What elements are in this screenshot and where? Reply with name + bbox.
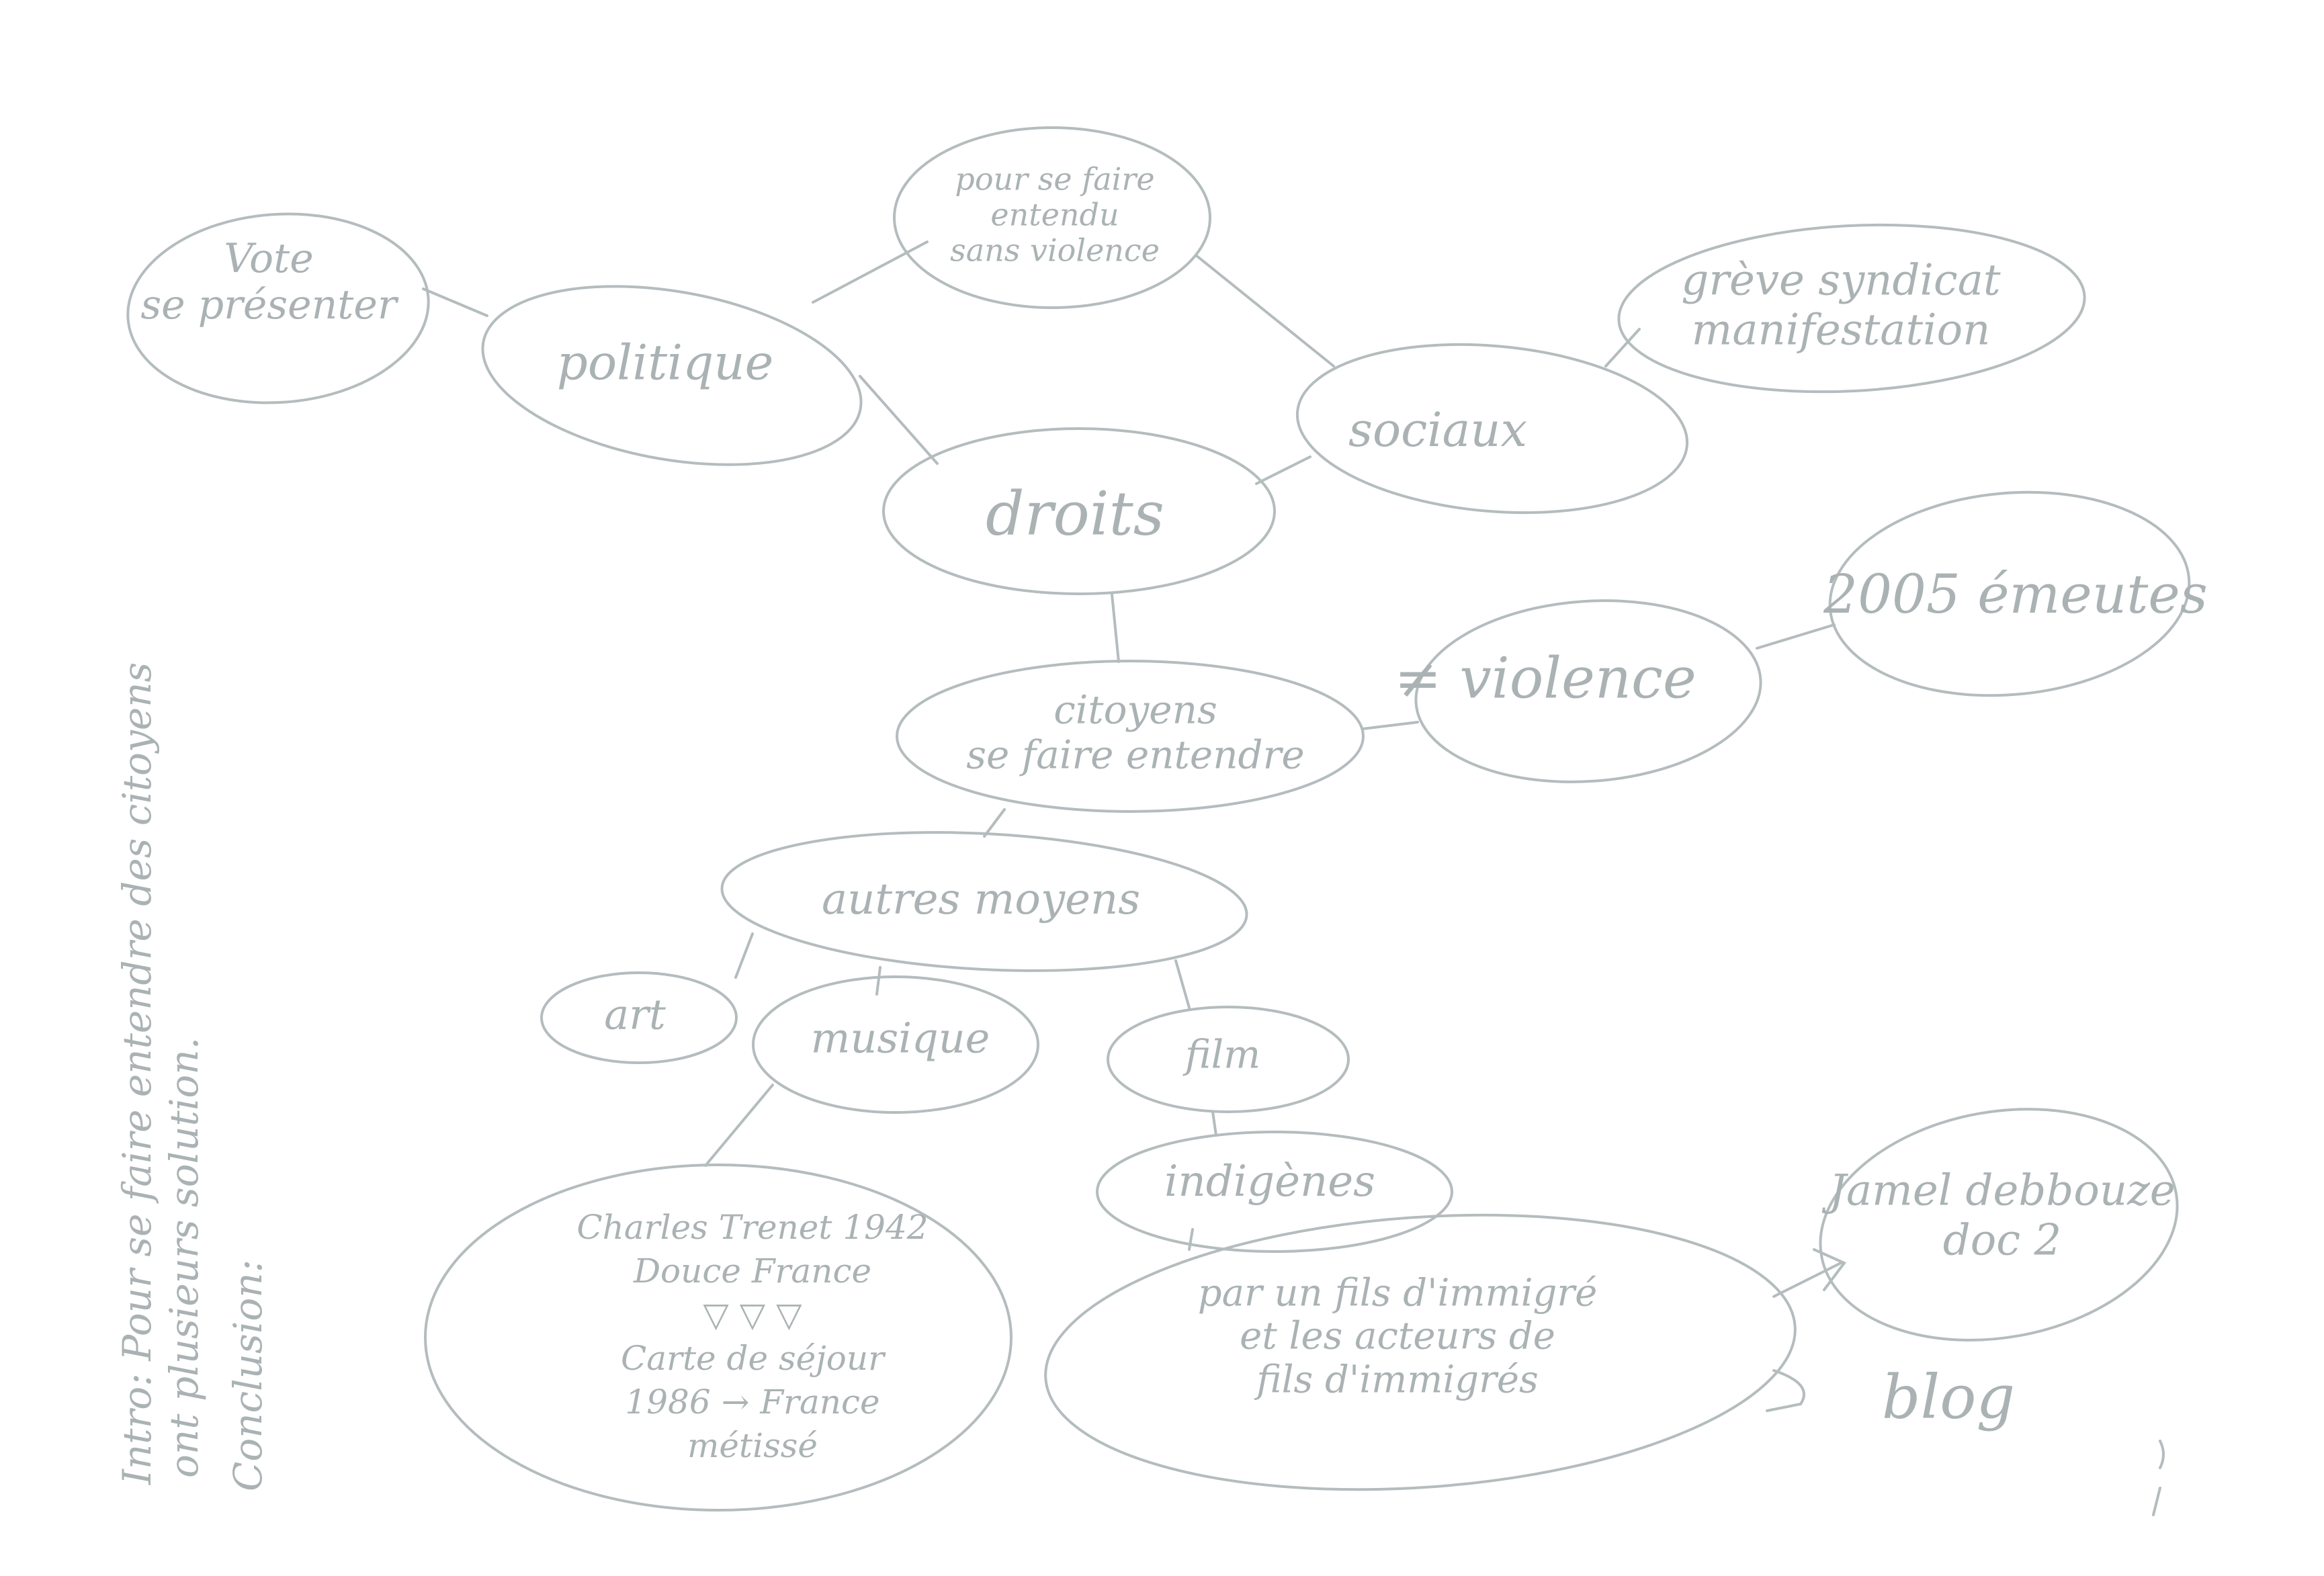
node-sociaux: sociaux bbox=[1348, 402, 1527, 457]
apostrophe-mark bbox=[2152, 1440, 2165, 1516]
bubble-sansviolence bbox=[893, 126, 1211, 309]
node-indigenes: indigènes bbox=[1164, 1157, 1375, 1207]
arrow-to-blog bbox=[1766, 1369, 1805, 1412]
link-sociaux-droits bbox=[1255, 455, 1311, 485]
link-autres-film bbox=[1174, 959, 1191, 1009]
bubble-politique bbox=[481, 285, 863, 466]
bubble-art bbox=[540, 971, 738, 1064]
node-politique: politique bbox=[556, 334, 774, 391]
link-sansviolence-sociaux bbox=[1195, 254, 1335, 367]
link-violence-emeutes bbox=[1756, 623, 1836, 650]
node-autres-moyens: autres moyens bbox=[821, 875, 1141, 925]
link-autres-art bbox=[734, 932, 754, 979]
bubble-citoyens bbox=[896, 660, 1365, 813]
link-citoyens-violence bbox=[1361, 721, 1419, 730]
conclusion-note: Conclusion: bbox=[225, 1259, 271, 1491]
node-emeutes: 2005 émeutes bbox=[1823, 563, 2208, 625]
bubble-autres bbox=[720, 831, 1248, 972]
bubble-jamel bbox=[1819, 1108, 2179, 1342]
bubble-fils bbox=[1044, 1213, 1797, 1491]
node-blog: blog bbox=[1881, 1362, 2016, 1433]
bubble-musique bbox=[752, 975, 1039, 1114]
bubble-trenet bbox=[424, 1164, 1013, 1512]
node-musique: musique bbox=[810, 1013, 990, 1063]
node-droits: droits bbox=[986, 478, 1164, 550]
link-indigenes-fils bbox=[1188, 1228, 1194, 1251]
link-film-indigenes bbox=[1211, 1110, 1217, 1137]
link-politique-droits bbox=[859, 375, 939, 465]
link-droits-citoyens bbox=[1111, 593, 1120, 663]
bubble-emeutes bbox=[1828, 490, 2191, 697]
link-musique-trenet bbox=[704, 1084, 774, 1167]
bubble-droits bbox=[882, 427, 1276, 595]
link-sociaux-greve bbox=[1604, 328, 1641, 367]
intro-note: Intro: Pour se faire entendre des citoye… bbox=[114, 662, 160, 1485]
link-autres-musique bbox=[875, 966, 881, 996]
node-violence: ≠ violence bbox=[1394, 645, 1696, 711]
bubble-film bbox=[1107, 1006, 1350, 1113]
node-art: art bbox=[604, 990, 666, 1039]
bubble-sociaux bbox=[1295, 343, 1689, 515]
node-film: film bbox=[1185, 1031, 1261, 1078]
bubble-vote bbox=[126, 212, 430, 404]
link-politique-sansviolence bbox=[812, 240, 929, 304]
link-citoyens-autres bbox=[983, 808, 1006, 838]
intro-note-cont: ont plusieurs solution. bbox=[161, 1037, 207, 1478]
bubble-greve bbox=[1617, 223, 2086, 394]
link-vote-politique bbox=[422, 288, 488, 317]
bubble-violence bbox=[1414, 599, 1762, 783]
bubble-indigenes bbox=[1096, 1131, 1453, 1253]
